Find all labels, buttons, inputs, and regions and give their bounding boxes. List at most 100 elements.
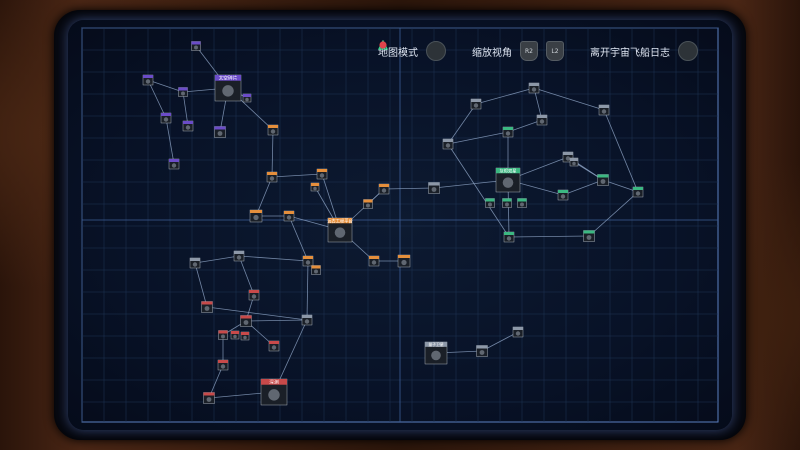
- entry-title: 量子卫星: [428, 342, 443, 347]
- entry-title: 远古工程平台: [327, 217, 353, 224]
- link-line: [507, 119, 543, 133]
- link-line: [433, 179, 509, 189]
- entry-card[interactable]: [168, 158, 180, 170]
- link-line: [165, 117, 175, 165]
- entry-card[interactable]: [249, 209, 263, 223]
- entry-card[interactable]: [470, 98, 482, 110]
- link-line: [603, 109, 639, 193]
- r2-button-icon[interactable]: R2: [520, 41, 538, 61]
- link-line: [533, 87, 543, 121]
- entry-card[interactable]: [428, 182, 440, 194]
- entry-card[interactable]: [142, 74, 154, 86]
- link-line: [147, 79, 184, 93]
- entry-card[interactable]: [442, 138, 454, 150]
- l2-button-icon[interactable]: L2: [546, 41, 564, 61]
- entry-card[interactable]: [517, 198, 527, 208]
- link-line: [182, 91, 189, 127]
- link-line: [383, 187, 435, 190]
- link-line: [255, 176, 273, 217]
- entry-card[interactable]: [191, 41, 201, 51]
- entry-card[interactable]: [267, 124, 279, 136]
- entry-card[interactable]: [218, 330, 228, 340]
- hud-controls: 地图模式 缩放视角 R2 L2 离开宇宙飞船日志: [378, 40, 698, 62]
- entry-card[interactable]: [485, 198, 495, 208]
- circle-icon: [379, 41, 387, 49]
- entry-card[interactable]: [316, 168, 328, 180]
- entry-title: 深渊: [269, 379, 279, 386]
- link-line: [447, 103, 477, 145]
- entry-card[interactable]: [597, 174, 609, 186]
- triangle-button-icon[interactable]: [378, 40, 446, 61]
- map-mode-label: 地图模式: [378, 47, 418, 59]
- entry-card[interactable]: [583, 230, 595, 242]
- entry-card-green-main[interactable]: 灰烬双星: [495, 167, 521, 193]
- link-line: [533, 87, 605, 111]
- entry-card[interactable]: [266, 171, 278, 183]
- entry-card[interactable]: [217, 359, 229, 371]
- link-line: [288, 215, 309, 262]
- entry-card[interactable]: [378, 183, 390, 195]
- entry-card[interactable]: [178, 87, 188, 97]
- link-line: [238, 255, 309, 262]
- link-line: [271, 173, 323, 178]
- entry-card-orange-main[interactable]: 远古工程平台: [327, 217, 353, 243]
- entry-card[interactable]: [268, 340, 280, 352]
- entry-card[interactable]: [502, 198, 512, 208]
- entry-card[interactable]: [502, 126, 514, 138]
- entry-card[interactable]: [632, 186, 644, 198]
- entry-card[interactable]: [598, 104, 610, 116]
- link-line: [481, 331, 519, 352]
- entry-card[interactable]: [233, 250, 245, 262]
- link-line: [245, 319, 308, 322]
- entry-card[interactable]: [397, 254, 411, 268]
- link-line: [447, 143, 510, 238]
- entry-card[interactable]: [302, 255, 314, 267]
- entry-card[interactable]: [182, 120, 194, 132]
- entry-card[interactable]: [363, 199, 373, 209]
- circle-button-icon[interactable]: [379, 41, 698, 61]
- entry-card[interactable]: [242, 93, 252, 103]
- entry-card[interactable]: [201, 301, 213, 313]
- entry-card[interactable]: [512, 326, 524, 338]
- entry-card[interactable]: [310, 182, 320, 192]
- entry-card[interactable]: [189, 257, 201, 269]
- entry-card-purple-main[interactable]: 太空碎片: [214, 75, 242, 102]
- entry-card[interactable]: [503, 231, 515, 243]
- entry-card[interactable]: [557, 189, 569, 201]
- entry-card[interactable]: [569, 157, 579, 167]
- entry-card[interactable]: [240, 331, 250, 341]
- link-line: [194, 255, 240, 264]
- entry-card[interactable]: [536, 114, 548, 126]
- entry-card[interactable]: [240, 315, 252, 327]
- entry-card-grey-main[interactable]: 量子卫星: [424, 341, 448, 365]
- exit-ship-log-label: 离开宇宙飞船日志: [590, 47, 670, 59]
- link-line: [238, 255, 255, 296]
- zoom-label: 缩放视角: [472, 47, 512, 59]
- entry-title: 灰烬双星: [499, 167, 516, 174]
- link-line: [562, 179, 604, 196]
- entry-card[interactable]: [214, 126, 226, 138]
- link-line: [194, 262, 208, 308]
- link-line: [588, 191, 639, 237]
- entry-card[interactable]: [248, 289, 260, 301]
- link-line: [447, 131, 509, 145]
- entry-card-red-main[interactable]: 深渊: [260, 379, 288, 406]
- entry-card[interactable]: [476, 345, 488, 357]
- entry-card[interactable]: [311, 265, 321, 275]
- entry-card[interactable]: [203, 392, 215, 404]
- map-grid: [81, 27, 719, 423]
- entry-card[interactable]: [528, 82, 540, 94]
- link-line: [602, 179, 639, 193]
- entry-card[interactable]: [301, 314, 313, 326]
- entry-card[interactable]: [230, 330, 240, 340]
- ship-log-screen: 太空碎片远古工程平台 灰烬双星深渊 量子卫星 地图模式 缩放视角 R2 L2 离开宇…: [68, 20, 732, 430]
- link-line: [306, 260, 309, 321]
- entry-card[interactable]: [562, 151, 574, 163]
- entry-card[interactable]: [368, 255, 380, 267]
- entry-card[interactable]: [160, 112, 172, 124]
- link-line: [508, 235, 590, 238]
- entry-card[interactable]: [283, 210, 295, 222]
- link-line: [147, 79, 167, 119]
